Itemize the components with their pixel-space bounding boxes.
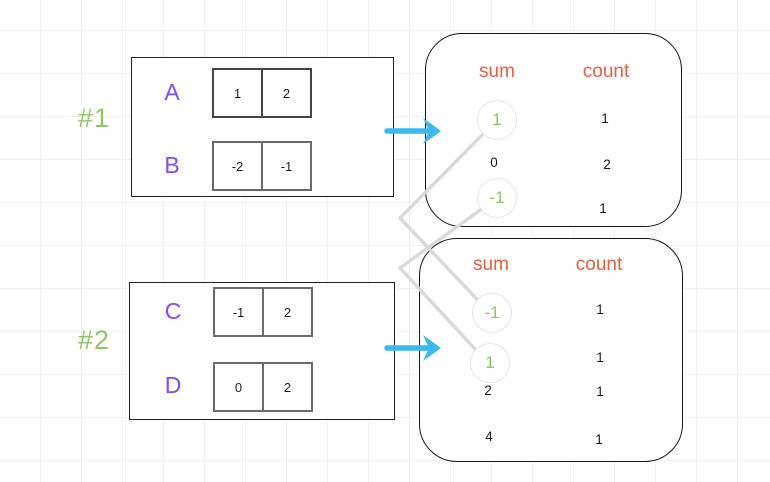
array-cell: 2	[262, 362, 313, 412]
group-label: #1	[77, 103, 111, 133]
highlighted-sum-value: 1	[470, 343, 510, 383]
array-cells: -1 2	[213, 287, 313, 337]
count-value: 1	[595, 432, 603, 447]
count-value: 1	[601, 111, 609, 126]
sum-column-header: sum	[479, 61, 515, 82]
array-cells: 1 2	[212, 68, 312, 118]
array-cell: 2	[262, 287, 313, 337]
array-cell: 0	[213, 362, 264, 412]
group-label: #2	[77, 325, 111, 355]
highlighted-sum-value: -1	[477, 178, 517, 218]
count-value: 1	[596, 302, 604, 317]
count-value: 1	[599, 201, 607, 216]
array-name-label: D	[164, 372, 182, 398]
array-cells: -2 -1	[212, 141, 312, 191]
array-name-label: B	[164, 152, 180, 178]
array-cells: 0 2	[213, 362, 313, 412]
highlighted-sum-value: -1	[472, 293, 512, 333]
sum-value: 4	[485, 429, 493, 444]
array-cell: 1	[212, 68, 263, 118]
count-value: 1	[596, 384, 604, 399]
array-name-label: C	[164, 298, 182, 324]
sum-value: 2	[484, 383, 492, 398]
array-cell: -2	[212, 141, 263, 191]
sum-value: 0	[490, 155, 498, 170]
count-value: 2	[603, 157, 611, 172]
array-cell: 2	[261, 68, 312, 118]
array-cell: -1	[213, 287, 264, 337]
array-cell: -1	[261, 141, 312, 191]
count-value: 1	[596, 350, 604, 365]
count-column-header: count	[582, 61, 630, 82]
highlighted-sum-value: 1	[477, 100, 517, 140]
count-column-header: count	[575, 254, 623, 275]
array-name-label: A	[164, 79, 180, 105]
sum-column-header: sum	[473, 254, 509, 275]
